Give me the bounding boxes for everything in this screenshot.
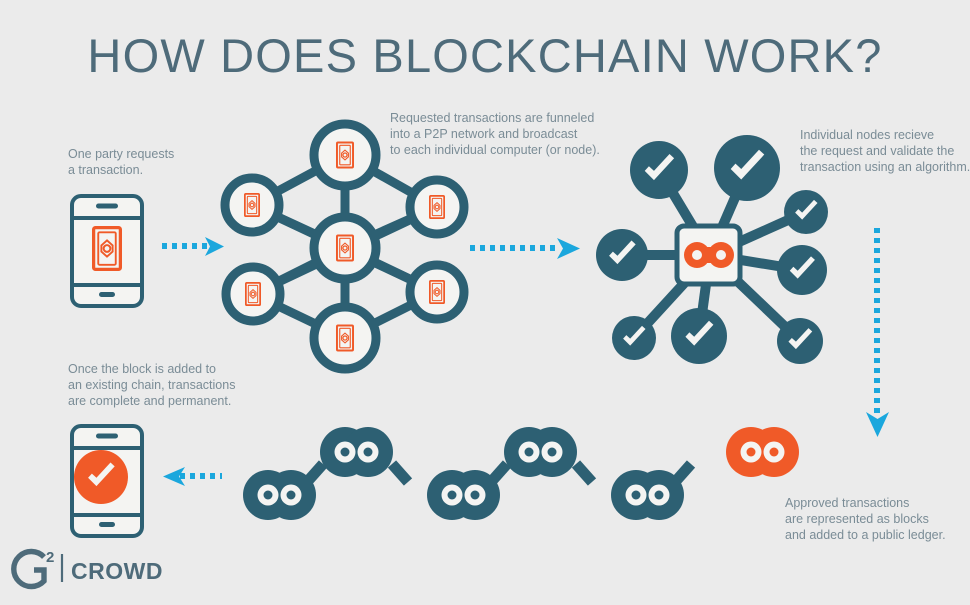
network-node bbox=[221, 262, 285, 326]
validation-node bbox=[596, 229, 648, 281]
step-1-caption: One party requests a transaction. bbox=[68, 147, 174, 177]
validation-node bbox=[630, 141, 688, 199]
step-2-caption-line-2: into a P2P network and broadcast bbox=[390, 127, 578, 141]
arrow-nodes-to-blocks bbox=[866, 228, 889, 437]
success-check-badge bbox=[74, 450, 128, 504]
g2-crowd-logo[interactable]: 2 CROWD bbox=[11, 548, 163, 590]
step-2-caption: Requested transactions are funneled into… bbox=[390, 111, 600, 157]
validation-node bbox=[671, 308, 727, 364]
step-4-caption-line-2: are represented as blocks bbox=[785, 512, 929, 526]
page-title: HOW DOES BLOCKCHAIN WORK? bbox=[87, 29, 882, 82]
g2-logo-wordmark: CROWD bbox=[71, 558, 163, 584]
validation-node-cluster bbox=[596, 135, 828, 364]
step-3-caption-line-3: transaction using an algorithm. bbox=[800, 160, 970, 174]
blockchain-blocks bbox=[243, 427, 799, 520]
step-5-caption-line-2: an existing chain, transactions bbox=[68, 378, 235, 392]
step-5-caption-line-3: are complete and permanent. bbox=[68, 394, 231, 408]
chain-link-icon bbox=[684, 242, 734, 268]
validation-node bbox=[777, 318, 823, 364]
step-1-caption-line-1: One party requests bbox=[68, 147, 174, 161]
step-4-caption-line-3: and added to a public ledger. bbox=[785, 528, 946, 542]
network-node bbox=[405, 175, 469, 239]
step-1-caption-line-2: a transaction. bbox=[68, 163, 143, 177]
mobile-phone-request-icon bbox=[70, 194, 144, 308]
mobile-phone-confirmed-icon bbox=[70, 424, 144, 538]
step-3-caption: Individual nodes recieve the request and… bbox=[800, 128, 970, 174]
step-5-caption-line-1: Once the block is added to bbox=[68, 362, 216, 376]
blockchain-block bbox=[243, 470, 316, 520]
blockchain-block bbox=[504, 427, 577, 477]
step-2-caption-line-3: to each individual computer (or node). bbox=[390, 143, 600, 157]
step-2-caption-line-1: Requested transactions are funneled bbox=[390, 111, 594, 125]
g2-logo-superscript: 2 bbox=[46, 549, 54, 566]
step-3-caption-line-1: Individual nodes recieve bbox=[800, 128, 934, 142]
blockchain-block bbox=[427, 470, 500, 520]
p2p-network-graph bbox=[220, 119, 469, 374]
network-node bbox=[405, 260, 469, 324]
arrow-blocks-to-phone bbox=[163, 467, 222, 486]
blockchain-block bbox=[320, 427, 393, 477]
blockchain-block-new bbox=[726, 427, 799, 477]
arrow-phone-to-network bbox=[162, 237, 224, 256]
validation-node bbox=[714, 135, 780, 201]
step-3-caption-line-2: the request and validate the bbox=[800, 144, 954, 158]
network-node bbox=[309, 119, 381, 191]
step-5-caption: Once the block is added to an existing c… bbox=[68, 362, 235, 408]
network-node bbox=[309, 302, 381, 374]
arrow-network-to-nodes bbox=[470, 238, 580, 259]
network-node bbox=[309, 212, 381, 284]
step-4-caption-line-1: Approved transactions bbox=[785, 496, 909, 510]
central-block bbox=[674, 223, 743, 287]
g2-logo-mark: 2 bbox=[11, 548, 54, 590]
network-node bbox=[220, 173, 284, 237]
validation-node bbox=[612, 316, 656, 360]
validation-node bbox=[777, 245, 827, 295]
step-4-caption: Approved transactions are represented as… bbox=[785, 496, 946, 542]
validation-node bbox=[784, 190, 828, 234]
blockchain-block bbox=[611, 470, 684, 520]
